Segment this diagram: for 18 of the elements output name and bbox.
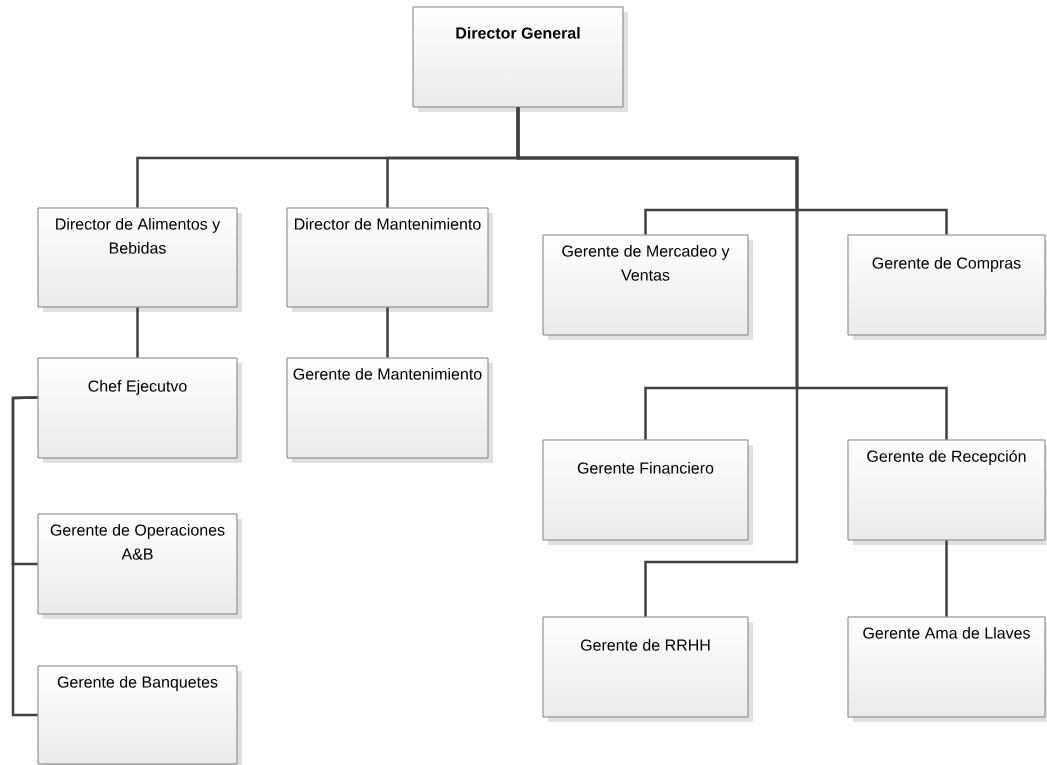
connector-line xyxy=(516,107,799,617)
org-box: Director General xyxy=(412,6,628,112)
org-box: Chef Ejecutvo xyxy=(37,357,242,463)
connector-line xyxy=(945,540,948,617)
org-box: Gerente Ama de Llaves xyxy=(847,616,1047,722)
org-box: Director de Alimentos y Bebidas xyxy=(37,207,242,312)
org-box: Gerente de Recepción xyxy=(847,439,1047,545)
org-box: Gerente de Compras xyxy=(847,234,1047,340)
org-box: Gerente de RRHH xyxy=(542,616,753,722)
connector-line xyxy=(386,307,389,358)
org-box: Gerente Financiero xyxy=(542,439,753,545)
org-box: Gerente de Banquetes xyxy=(37,665,242,765)
org-box: Gerente de Operaciones A&B xyxy=(37,513,242,619)
connector-line xyxy=(11,396,38,717)
org-box: Gerente de Mercadeo y Ventas xyxy=(542,234,753,340)
org-box: Director de Mantenimiento xyxy=(286,207,493,312)
org-box: Gerente de Mantenimiento xyxy=(286,357,493,463)
connector-line xyxy=(136,307,139,358)
